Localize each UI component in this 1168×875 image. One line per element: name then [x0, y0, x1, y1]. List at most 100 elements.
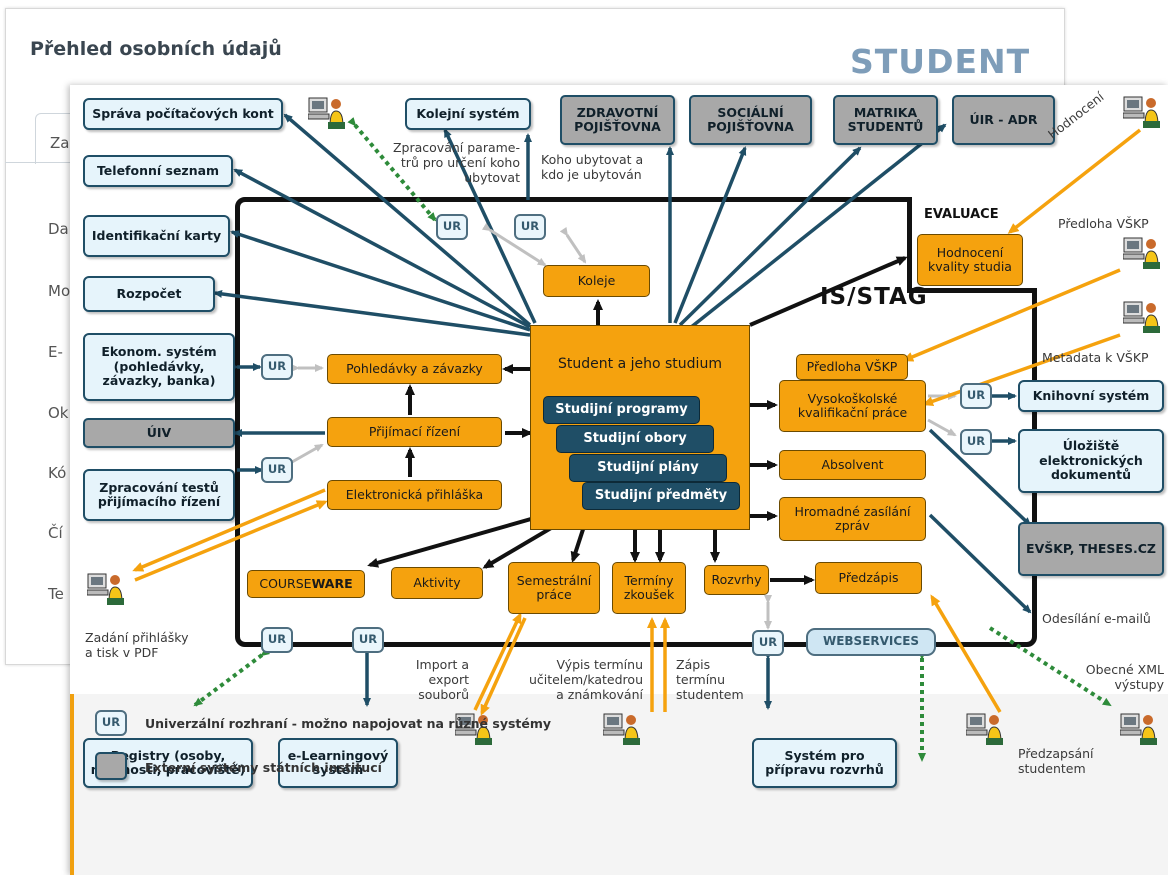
edge [678, 146, 862, 327]
page-title: Přehled osobních údajů [30, 38, 282, 60]
ur-node[interactable]: UR [261, 457, 293, 483]
legend-ur-text: Univerzální rozhraní - možno napojovat n… [145, 716, 552, 731]
node-library[interactable]: Knihovní systém [1018, 380, 1164, 412]
user-computer-icon [308, 97, 345, 129]
stack-fields[interactable]: Studijní obory [556, 425, 714, 453]
node-phonebook[interactable]: Telefonní seznam [83, 155, 233, 187]
node-health-insurance[interactable]: ZDRAVOTNÍ POJIŠŤOVNA [560, 95, 675, 145]
edge [283, 443, 324, 469]
brand-label: STUDENT [850, 42, 1031, 81]
edge [559, 226, 587, 264]
node-tests[interactable]: Zpracování testů přijímacího řízení [83, 469, 235, 521]
legend-ur-swatch: UR [95, 710, 127, 736]
label-preregistered: Předzapsání studentem [1018, 746, 1094, 776]
ur-node[interactable]: UR [261, 354, 293, 380]
courseware-a: COURSE [259, 575, 312, 591]
module-koleje[interactable]: Koleje [543, 265, 650, 297]
label-who-to-accommodate: Koho ubytovat a kdo je ubytován [541, 152, 644, 182]
legend-gov-text: Externí systémy státních institucí [145, 760, 382, 775]
edge [134, 500, 328, 582]
edge [930, 594, 1002, 713]
edge [902, 268, 1121, 362]
user-computer-icon [1120, 713, 1157, 745]
user-computer-icon [1123, 96, 1160, 128]
row-fragment: E- [48, 343, 63, 361]
edge [230, 230, 531, 332]
node-doc-storage[interactable]: Úložiště elektronických dokumentů [1018, 429, 1164, 493]
edge [481, 222, 547, 267]
module-bulk-messages[interactable]: Hromadné zasílání zpráv [779, 497, 926, 541]
legend-gov-swatch [95, 752, 127, 780]
row-fragment: Da [48, 220, 69, 238]
module-e-application[interactable]: Elektronická přihláška [327, 480, 502, 510]
edge [213, 289, 531, 337]
label-exam-listing: Výpis termínu učitelem/katedrou a známko… [528, 657, 643, 702]
node-accounts[interactable]: Správa počítačových kont [83, 98, 283, 130]
ur-node[interactable]: UR [960, 429, 992, 455]
module-semester-work[interactable]: Semestrální práce [508, 562, 600, 614]
node-student-registry[interactable]: MATRIKA STUDENTŮ [833, 95, 938, 145]
stack-programs[interactable]: Studijní programy [543, 396, 700, 424]
edge [193, 647, 271, 707]
stack-subjects[interactable]: Studijní předměty [582, 482, 740, 510]
label-email-sending: Odesílání e-mailů [1042, 611, 1151, 626]
tab-label: Za [50, 134, 70, 152]
module-timetables[interactable]: Rozvrhy [704, 565, 769, 595]
user-computer-icon [1123, 301, 1160, 333]
node-webservices[interactable]: WEBSERVICES [806, 628, 936, 656]
row-fragment: Mo [48, 282, 71, 300]
tab-divider [5, 162, 80, 163]
node-elearning[interactable]: e-Learningový systém [278, 738, 398, 788]
edge [1007, 128, 1142, 234]
row-fragment: Te [48, 585, 64, 603]
node-evskp[interactable]: EVŠKP, THESES.CZ [1018, 522, 1164, 576]
node-budget[interactable]: Rozpočet [83, 276, 215, 312]
node-idcards[interactable]: Identifikační karty [83, 215, 230, 257]
ur-node[interactable]: UR [752, 630, 784, 656]
node-social-insurance[interactable]: SOCIÁLNÍ POJIŠŤOVNA [689, 95, 812, 145]
label-application-pdf: Zadání přihlášky a tisk v PDF [85, 630, 189, 660]
module-admission[interactable]: Přijímací řízení [327, 417, 502, 447]
label-exam-signup: Zápis termínu studentem [676, 657, 744, 702]
user-computer-icon [1123, 237, 1160, 269]
module-receivables[interactable]: Pohledávky a závazky [327, 354, 502, 384]
edge [233, 168, 531, 329]
ur-node[interactable]: UR [514, 214, 546, 240]
row-fragment: Ok [48, 404, 69, 422]
edge [922, 333, 1121, 407]
edge [928, 513, 1032, 614]
edge [928, 428, 1032, 527]
istag-frame [235, 197, 1037, 647]
core-title: Student a jeho studium [558, 356, 722, 372]
row-fragment: Čí [48, 524, 63, 542]
ur-node[interactable]: UR [352, 627, 384, 653]
label-param-processing: Zpracování parame- trů pro určení koho u… [392, 140, 520, 185]
module-graduate[interactable]: Absolvent [779, 450, 926, 480]
module-quality-evaluation[interactable]: Hodnocení kvality studia [917, 234, 1023, 286]
module-activities[interactable]: Aktivity [391, 567, 483, 599]
stack-plans[interactable]: Studijní plány [569, 454, 727, 482]
label-xml-output: Obecné XML výstupy [1085, 662, 1164, 692]
courseware-b: WARE [311, 575, 353, 591]
module-thesis-template[interactable]: Předloha VŠKP [796, 354, 908, 380]
module-theses[interactable]: Vysokoškolské kvalifikační práce [779, 380, 926, 432]
node-uiv[interactable]: ÚIV [83, 418, 235, 448]
edge [749, 256, 908, 327]
user-computer-icon [87, 573, 124, 605]
user-computer-icon [603, 713, 640, 745]
ur-node[interactable]: UR [960, 383, 992, 409]
row-fragment: Kó [48, 464, 67, 482]
module-preregistration[interactable]: Předzápis [815, 562, 922, 594]
node-econ-system[interactable]: Ekonom. systém (pohledávky, závazky, ban… [83, 333, 235, 401]
user-computer-icon [966, 713, 1003, 745]
node-dorm-system[interactable]: Kolejní systém [405, 98, 531, 130]
node-uir-adr[interactable]: ÚIR - ADR [952, 95, 1055, 145]
label-import-export: Import a export souborů [415, 657, 469, 702]
ur-node[interactable]: UR [261, 627, 293, 653]
module-exam-dates[interactable]: Termíny zkoušek [612, 562, 686, 614]
ur-node[interactable]: UR [436, 214, 468, 240]
node-timetable-system[interactable]: Systém pro přípravu rozvrhů [752, 738, 897, 788]
edge [927, 418, 957, 437]
